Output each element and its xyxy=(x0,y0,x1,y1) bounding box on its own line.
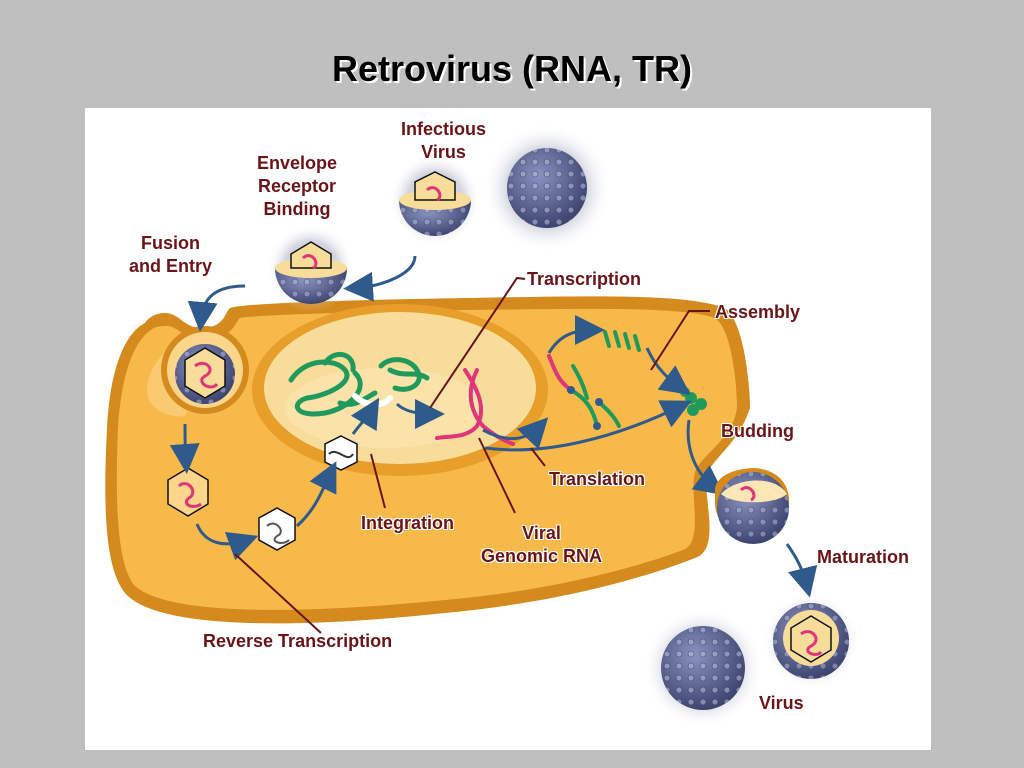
infectious-virus-cutaway xyxy=(389,154,481,246)
capsid-reverse-transcribed xyxy=(258,507,296,551)
budding-virus xyxy=(715,468,790,544)
label-envelope-receptor-binding: Envelope Receptor Binding xyxy=(257,152,337,221)
translation-products xyxy=(547,354,621,430)
process-arrows xyxy=(169,255,818,598)
label-viral-genomic-rna: Viral Genomic RNA xyxy=(481,522,602,568)
label-infectious-virus: Infectious Virus xyxy=(401,118,486,164)
label-fusion-and-entry: Fusion and Entry xyxy=(129,232,212,278)
infectious-virus-whole xyxy=(483,124,611,252)
label-fusion-line1: Fusion xyxy=(141,233,200,253)
label-fusion-line2: and Entry xyxy=(129,256,213,276)
label-viral-line2: Genomic RNA xyxy=(481,546,603,566)
label-budding: Budding xyxy=(721,421,794,441)
label-envelope-line1: Envelope xyxy=(257,153,338,173)
label-envelope-line2: Receptor xyxy=(258,176,337,196)
capsid-in-cytoplasm xyxy=(167,467,209,517)
label-reverse-transcription: Reverse Transcription xyxy=(203,631,393,651)
retrovirus-lifecycle-diagram xyxy=(105,124,859,728)
label-envelope-line3: Binding xyxy=(263,199,331,219)
label-integration: Integration xyxy=(361,513,454,533)
label-viral-line1: Viral xyxy=(522,523,561,543)
label-virus: Virus xyxy=(759,693,804,713)
diagram-panel: Infectious Virus Envelope Receptor Bindi… xyxy=(85,108,931,750)
label-assembly: Assembly xyxy=(715,302,801,322)
mature-virus-whole xyxy=(643,608,763,728)
host-dna xyxy=(288,351,430,417)
viral-rna-strands xyxy=(435,368,515,446)
label-maturation: Maturation xyxy=(817,547,909,567)
label-translation: Translation xyxy=(549,469,646,489)
slide-title: Retrovirus (RNA, TR) xyxy=(331,48,693,89)
leader-lines xyxy=(234,276,710,634)
label-transcription: Transcription xyxy=(527,269,642,289)
receptor-binding-virus xyxy=(267,224,355,312)
label-infectious-virus-line2: Virus xyxy=(421,142,466,162)
capsid-at-nuclear-pore xyxy=(324,435,358,471)
mature-virus-cutaway xyxy=(763,593,859,689)
label-infectious-virus-line1: Infectious xyxy=(401,119,487,139)
endosome xyxy=(161,326,249,414)
